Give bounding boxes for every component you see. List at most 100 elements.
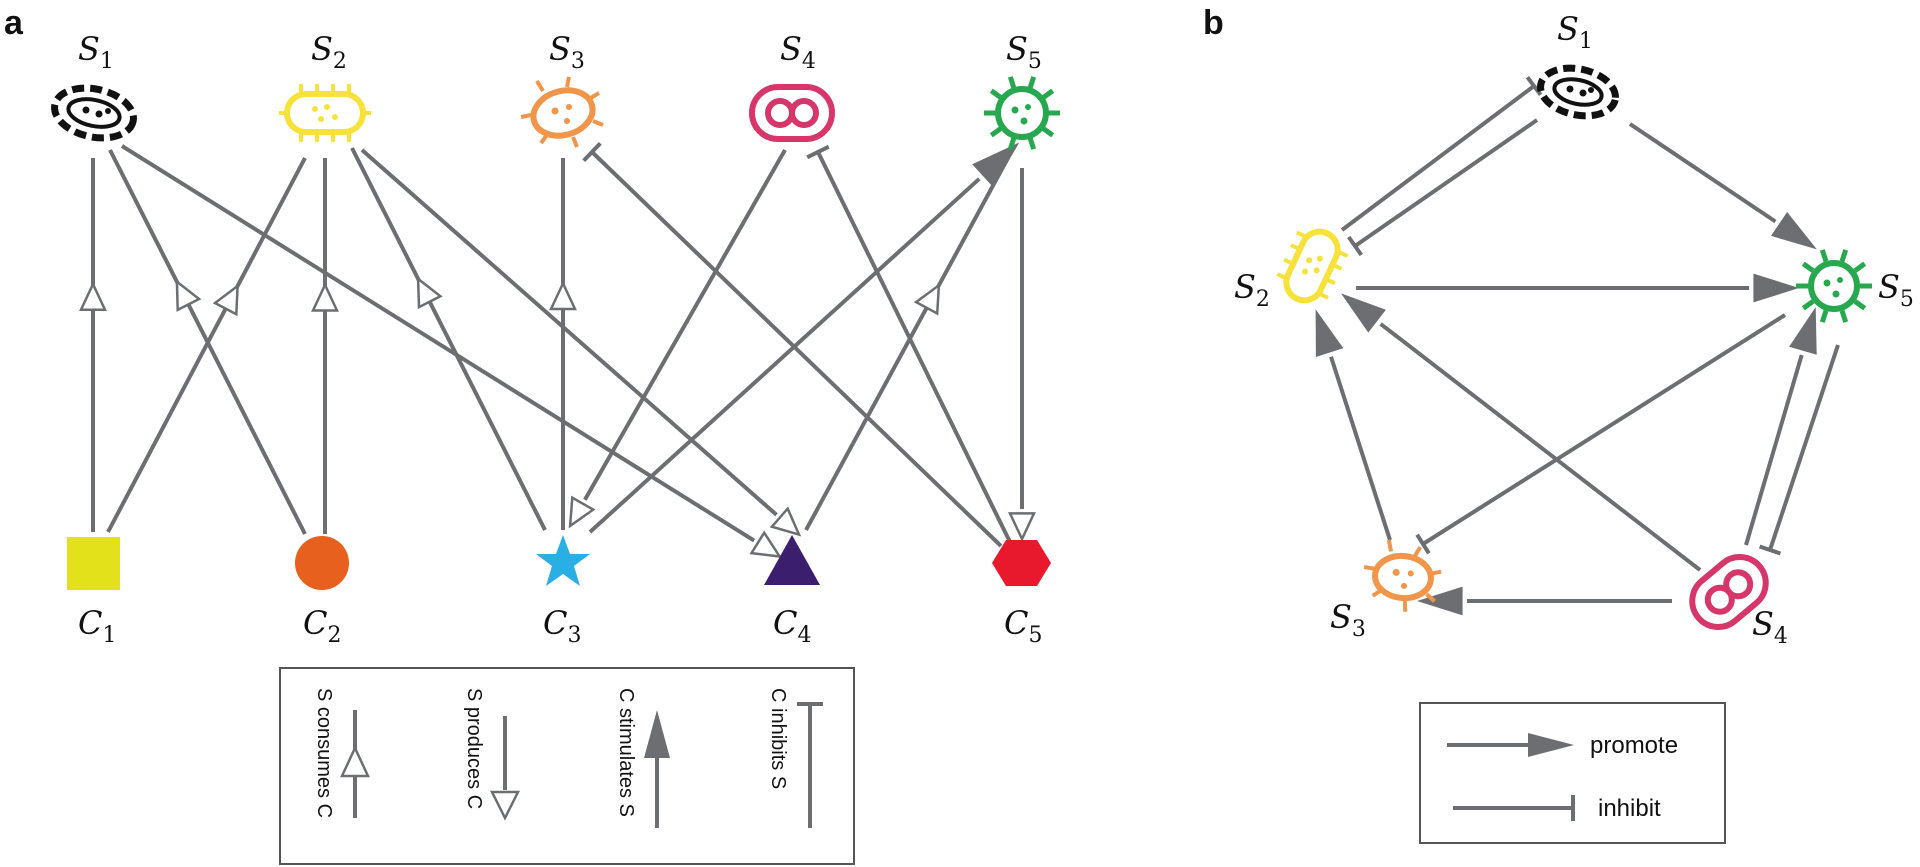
consumes-arrowhead — [416, 276, 443, 310]
edge-consumes-C1-S2 — [106, 157, 307, 533]
dashed-oval-microbe-icon — [51, 84, 137, 142]
edge-promote-S4-S2 — [1341, 293, 1702, 572]
panel-a-species-icons — [51, 76, 1060, 150]
label-S3: S3 — [549, 30, 585, 74]
legend-inhibit-text: inhibit — [1598, 795, 1661, 822]
label-S2: S2 — [311, 30, 347, 74]
compound-triangle-icon — [764, 535, 820, 585]
edge-consumes-C2-S1 — [108, 149, 307, 535]
dashed-oval-microbe-icon — [1537, 64, 1619, 120]
blob-microbe-icon — [520, 76, 604, 148]
inhibits-bar — [806, 144, 830, 160]
inhibit-bar — [1758, 544, 1782, 556]
compound-square-icon — [67, 537, 120, 590]
label-C1: C1 — [78, 604, 116, 648]
promote-arrowhead — [1789, 307, 1817, 355]
consumes-arrowhead — [79, 281, 107, 311]
legend-consumes-text: S consumes C — [313, 688, 335, 818]
label-b-S5: S5 — [1878, 268, 1914, 312]
panel-b-label: b — [1203, 4, 1224, 42]
panel-a-compound-labels: C1 C2 C3 C4 C5 — [78, 604, 1042, 648]
edge-inhibit-S5-S3 — [1415, 313, 1787, 555]
promote-arrowhead — [1341, 293, 1386, 333]
legend-stimulates-text: C stimulates S — [615, 688, 637, 817]
edge-consumes-C3-S2 — [350, 147, 547, 531]
panel-a-edges — [79, 142, 1036, 559]
promote-arrowhead — [1771, 212, 1817, 250]
panel-a-compound-icons — [67, 535, 1051, 590]
label-C5: C5 — [1004, 604, 1042, 648]
label-b-S3: S3 — [1330, 598, 1366, 642]
panel-a-species-labels: S1 S2 S3 S4 S5 — [78, 30, 1042, 74]
diplococcus-icon — [749, 84, 835, 142]
rod-bacterium-icon — [1276, 228, 1349, 304]
label-S5: S5 — [1006, 30, 1042, 74]
legend-consumes: S consumes C — [313, 688, 370, 818]
legend-a-box — [279, 667, 855, 865]
edge-consumes-C3-S3 — [549, 158, 577, 530]
consumes-arrowhead — [913, 282, 941, 316]
edge-produces-S4-C3 — [568, 149, 787, 529]
edge-produces-S2-C4 — [360, 148, 802, 537]
edge-promote-S3-S2 — [1315, 309, 1392, 541]
edge-inhibit-S2-S1 — [1340, 76, 1543, 232]
panel-a-legend: S consumes C S produces C C stimulates S… — [279, 667, 855, 865]
legend-produces: S produces C — [463, 688, 521, 821]
legend-b-box — [1419, 702, 1726, 844]
stimulates-arrowhead — [972, 142, 1020, 188]
inhibits-bar — [582, 142, 602, 162]
inhibit-bar — [1415, 533, 1431, 555]
panel-b-species-icons — [1276, 64, 1872, 630]
edge-inhibit-S1-S2 — [1347, 118, 1539, 257]
edge-produces-S1-C4 — [120, 144, 783, 559]
promote-arrowhead — [1417, 586, 1463, 616]
produces-arrowhead — [769, 506, 802, 537]
spiky-virus-icon — [1796, 249, 1872, 323]
produces-arrowhead — [749, 530, 783, 559]
edge-produces-S5-C5 — [1008, 168, 1036, 542]
legend-stimulates: C stimulates S — [615, 688, 670, 828]
inhibit-bar — [1525, 76, 1543, 96]
legend-promote-text: promote — [1590, 732, 1678, 759]
spiky-virus-icon — [984, 76, 1060, 150]
edge-promote-S4-S3 — [1417, 586, 1672, 616]
legend-promote: promote — [1447, 732, 1678, 759]
label-C2: C2 — [303, 604, 341, 648]
compound-hexagon-icon — [992, 540, 1051, 586]
edge-inhibit-S5-S4 — [1758, 344, 1840, 556]
edge-inhibits-C5-S3 — [582, 142, 1003, 548]
consumes-arrowhead — [212, 283, 239, 317]
panel-b-edges — [1315, 76, 1840, 616]
edge-consumes-C1-S1 — [79, 158, 107, 532]
legend-inhibit: inhibit — [1453, 795, 1661, 822]
consumes-arrowhead — [175, 279, 202, 312]
promote-arrowhead — [1315, 309, 1344, 357]
edge-inhibits-C5-S4 — [806, 144, 1012, 543]
panel-b-species-labels: S1 S2 S3 S4 S5 — [1234, 10, 1914, 649]
edge-stimulates-C3-S5 — [588, 142, 1020, 534]
produces-arrowhead — [1008, 512, 1036, 542]
produces-arrowhead — [568, 495, 596, 529]
label-C4: C4 — [773, 604, 811, 648]
legend-inhibits-text: C inhibits S — [767, 688, 789, 789]
label-b-S4: S4 — [1752, 605, 1788, 649]
label-S1: S1 — [78, 30, 114, 74]
label-b-S2: S2 — [1234, 268, 1270, 312]
panel-a-label: a — [4, 4, 24, 42]
legend-inhibits: C inhibits S — [767, 688, 823, 828]
consumes-arrowhead — [549, 280, 577, 311]
edge-consumes-C2-S2 — [311, 158, 339, 534]
blob-microbe-icon — [1363, 539, 1442, 612]
promote-arrowhead — [1753, 273, 1799, 303]
label-b-S1: S1 — [1557, 10, 1593, 54]
edge-promote-S1-S5 — [1628, 122, 1817, 250]
edge-promote-S4-S5 — [1744, 307, 1817, 546]
compound-circle-icon — [295, 536, 349, 590]
compound-star-icon — [536, 535, 590, 586]
rod-bacterium-icon — [279, 84, 371, 142]
label-S4: S4 — [780, 30, 816, 74]
consumes-arrowhead — [311, 281, 339, 312]
edge-consumes-C4-S5 — [804, 157, 1010, 531]
legend-produces-text: S produces C — [463, 688, 485, 809]
